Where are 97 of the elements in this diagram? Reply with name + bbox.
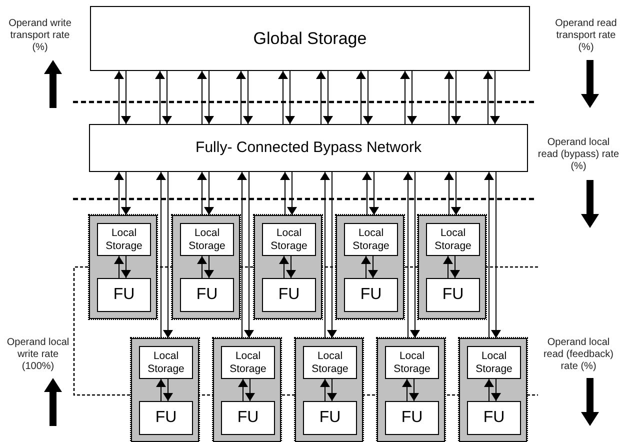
rate-label: Operand write transport rate (%) (8, 18, 72, 54)
arrow (407, 70, 417, 124)
arrow (243, 70, 253, 124)
functional-unit-box: FU (385, 401, 439, 435)
arrow (368, 256, 378, 278)
arrow (162, 70, 172, 124)
functional-unit-box: FU (426, 278, 480, 312)
arrow (450, 256, 460, 278)
arrow (327, 378, 337, 402)
arrow (362, 172, 372, 216)
arrow (320, 172, 330, 338)
functional-unit-box: FU (262, 278, 316, 312)
arrow (361, 256, 371, 278)
arrow (491, 172, 501, 338)
storage-box: Local Storage (426, 223, 480, 256)
arrow (238, 378, 248, 402)
arrow (323, 70, 333, 124)
rate-label: Operand local write rate (100%) (6, 337, 70, 373)
arrow (286, 256, 296, 278)
processing-cluster-box (172, 215, 240, 319)
arrow (400, 70, 410, 124)
arrow (444, 172, 454, 216)
arrow (121, 256, 131, 278)
storage-box: Local Storage (139, 346, 193, 379)
arrow (279, 256, 289, 278)
arrow (369, 172, 379, 216)
arrow (244, 172, 254, 338)
arrow (114, 256, 124, 278)
arrow (114, 70, 124, 124)
arrow (483, 70, 493, 124)
arrow (363, 70, 373, 124)
arrow (197, 172, 207, 216)
functional-unit-box: FU (180, 278, 234, 312)
arrow (114, 172, 124, 216)
arrow (409, 378, 419, 402)
arrow (156, 172, 166, 338)
arrow (163, 378, 173, 402)
arrow (121, 172, 131, 216)
storage-box: Local Storage (262, 223, 316, 256)
functional-unit-box: FU (221, 401, 275, 435)
arrow (410, 172, 420, 338)
arrow (320, 378, 330, 402)
arrow (204, 70, 214, 124)
processing-cluster-box (418, 215, 486, 319)
processing-cluster-box (459, 338, 527, 442)
processing-cluster-box (336, 215, 404, 319)
functional-unit-box: FU (97, 278, 151, 312)
rate-label: Operand local read (feedback) rate (%) (542, 337, 615, 373)
arrow (156, 378, 166, 402)
arrow (484, 378, 494, 402)
arrow (121, 70, 131, 124)
rate-label: Operand local read (bypass) rate (%) (536, 137, 620, 173)
arrow (236, 70, 246, 124)
storage-box: Local Storage (344, 223, 398, 256)
arrow (484, 172, 494, 338)
arrow (245, 378, 255, 402)
rate-label: Operand read transport rate (%) (554, 18, 618, 54)
arrow (237, 172, 247, 338)
storage-box: Local Storage (385, 346, 439, 379)
arrow (490, 70, 500, 124)
storage-box: Global Storage (90, 6, 530, 71)
arrow (155, 70, 165, 124)
arrow (197, 70, 207, 124)
processing-cluster-box (89, 215, 157, 319)
functional-unit-box: FU (139, 401, 193, 435)
arrow (204, 256, 214, 278)
processing-cluster-box (254, 215, 322, 319)
arrow (163, 172, 173, 338)
arrow (356, 70, 366, 124)
network-box: Fully- Connected Bypass Network (89, 124, 528, 172)
arrow (278, 70, 288, 124)
arrow (491, 378, 501, 402)
processing-cluster-box (295, 338, 363, 442)
storage-box: Local Storage (97, 223, 151, 256)
arrow (285, 70, 295, 124)
arrow (327, 172, 337, 338)
functional-unit-box: FU (303, 401, 357, 435)
arrow (444, 70, 454, 124)
arrow (280, 172, 290, 216)
processing-cluster-box (213, 338, 281, 442)
functional-unit-box: FU (344, 278, 398, 312)
storage-box: Local Storage (467, 346, 521, 379)
arrow (402, 378, 412, 402)
arrow (197, 256, 207, 278)
arrow (451, 70, 461, 124)
functional-unit-box: FU (467, 401, 521, 435)
arrow (204, 172, 214, 216)
arrow (287, 172, 297, 216)
storage-box: Local Storage (303, 346, 357, 379)
arrow (443, 256, 453, 278)
arrow (316, 70, 326, 124)
processing-cluster-box (131, 338, 199, 442)
arrow (403, 172, 413, 338)
storage-box: Local Storage (180, 223, 234, 256)
arrow (451, 172, 461, 216)
processing-cluster-box (377, 338, 445, 442)
storage-box: Local Storage (221, 346, 275, 379)
